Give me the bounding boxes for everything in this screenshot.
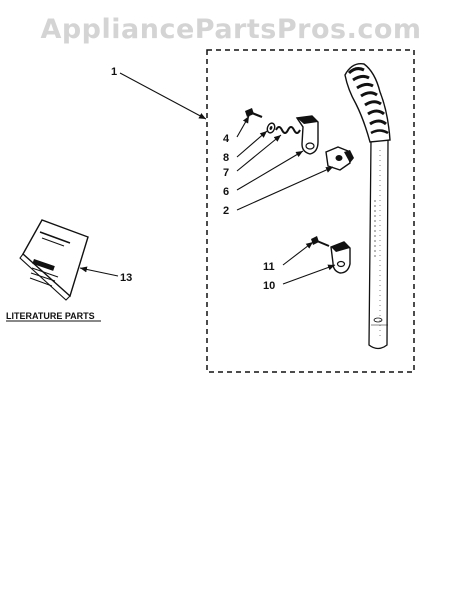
part-11-screw — [311, 236, 330, 247]
literature-booklet — [19, 219, 89, 301]
callout-2: 2 — [223, 205, 229, 217]
part-4-screw — [245, 108, 263, 119]
part-2-bracket — [325, 146, 354, 171]
callout-1: 1 — [111, 66, 117, 78]
callout-10: 10 — [263, 280, 275, 292]
watermark-text: AppliancePartsPros.com — [40, 14, 422, 45]
literature-parts-label: LITERATURE PARTS — [6, 311, 95, 321]
leader-lines — [79, 72, 336, 285]
callout-7: 7 — [223, 167, 229, 179]
assembly-boundary-box — [206, 49, 415, 373]
part-10-cord-hook — [330, 241, 351, 274]
part-7-spring — [275, 126, 301, 134]
callout-4: 4 — [223, 133, 230, 145]
part-6-lever — [295, 115, 319, 155]
callout-6: 6 — [223, 186, 229, 198]
callout-8: 8 — [223, 152, 229, 164]
callout-11: 11 — [263, 261, 275, 273]
handle-wand — [368, 139, 389, 350]
callout-13: 13 — [120, 272, 132, 284]
handle-grip — [344, 63, 391, 143]
part-8-washer — [266, 122, 276, 134]
